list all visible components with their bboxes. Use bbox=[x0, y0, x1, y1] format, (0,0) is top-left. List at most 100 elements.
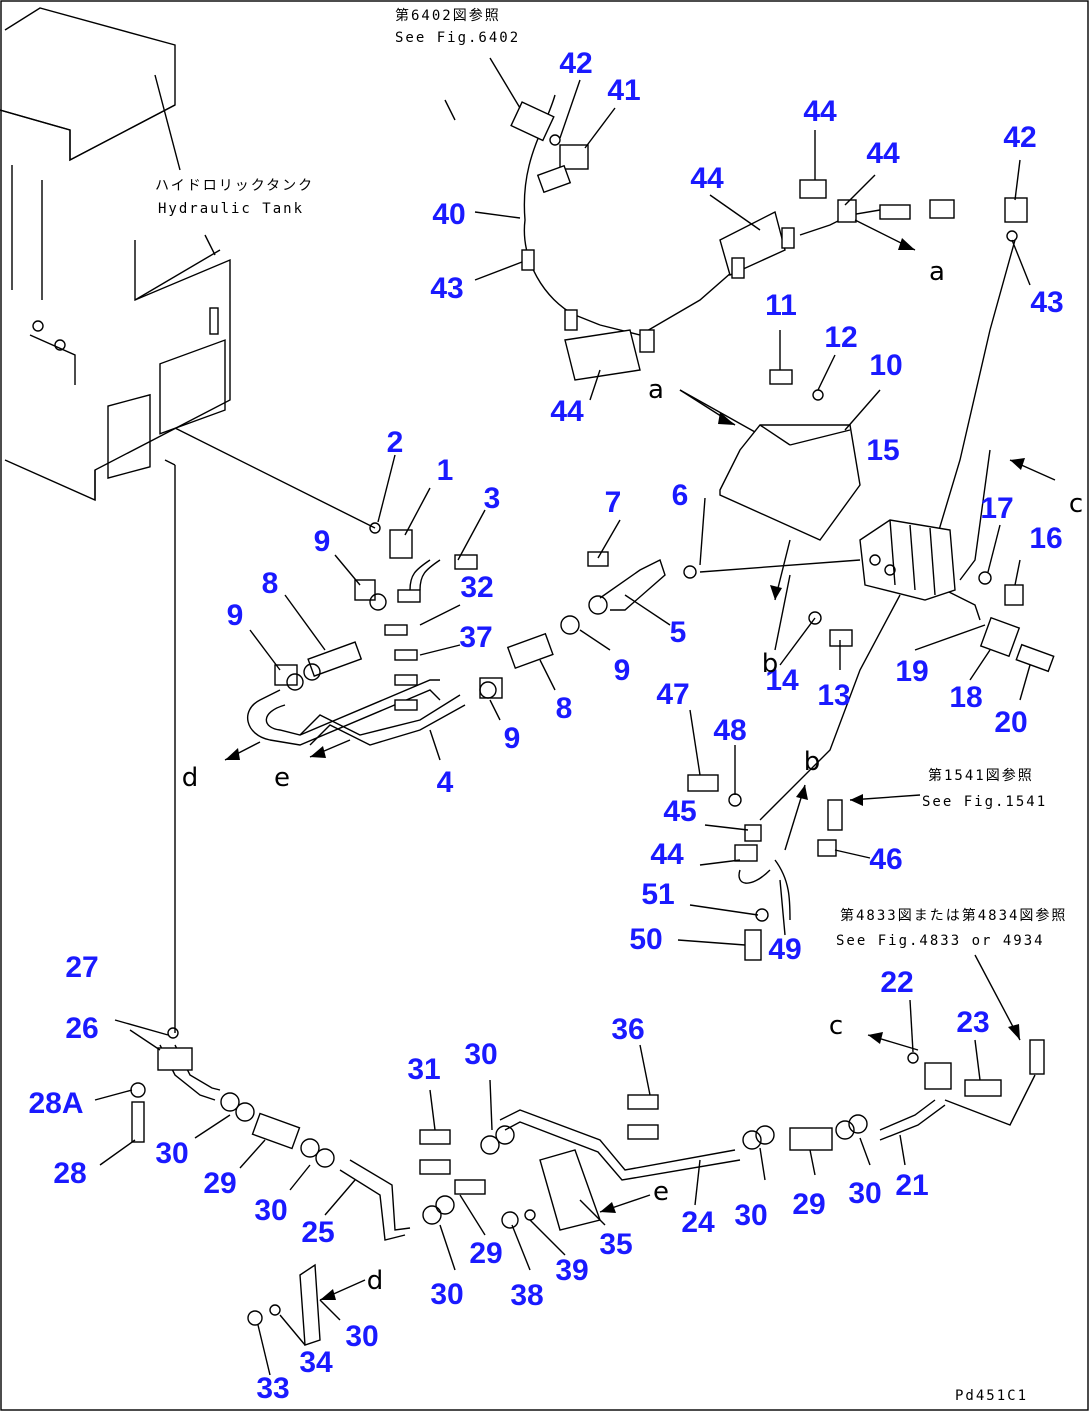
direction-arrows bbox=[224, 219, 1056, 1301]
part-number-15: 15 bbox=[866, 434, 899, 467]
part-number-34: 34 bbox=[299, 1346, 333, 1379]
part-number-44: 44 bbox=[866, 137, 900, 170]
reference-note-jp: 第4833図または第4834図参照 bbox=[840, 907, 1067, 924]
part-number-27: 27 bbox=[65, 951, 98, 984]
part-number-25: 25 bbox=[301, 1216, 334, 1249]
part-number-5: 5 bbox=[670, 616, 687, 649]
part-number-31: 31 bbox=[407, 1053, 440, 1086]
part-number-8: 8 bbox=[556, 692, 573, 725]
part-number-9: 9 bbox=[314, 525, 331, 558]
hydraulic-tank bbox=[0, 7, 376, 1033]
part-number-33: 33 bbox=[256, 1372, 289, 1405]
part-number-44: 44 bbox=[690, 162, 724, 195]
part-number-43: 43 bbox=[430, 272, 463, 305]
part-number-14: 14 bbox=[765, 664, 799, 697]
part-number-10: 10 bbox=[869, 349, 902, 382]
connection-letter-a: a bbox=[929, 257, 945, 287]
part-number-46: 46 bbox=[869, 843, 902, 876]
control-valve bbox=[859, 519, 956, 601]
part-number-44: 44 bbox=[803, 95, 837, 128]
reference-note-en: See Fig.6402 bbox=[395, 30, 520, 46]
part-number-30: 30 bbox=[155, 1137, 188, 1170]
connection-letter-b: b bbox=[762, 649, 779, 679]
part-number-11: 11 bbox=[765, 289, 797, 322]
part-number-30: 30 bbox=[430, 1278, 463, 1311]
part-number-44: 44 bbox=[650, 838, 684, 871]
pipe-runs bbox=[159, 94, 1036, 1241]
part-number-44: 44 bbox=[550, 395, 584, 428]
part-number-38: 38 bbox=[510, 1279, 543, 1312]
part-number-30: 30 bbox=[734, 1199, 767, 1232]
plates bbox=[299, 1149, 601, 1346]
part-number-9: 9 bbox=[227, 599, 244, 632]
part-number-29: 29 bbox=[203, 1167, 236, 1200]
part-number-22: 22 bbox=[880, 966, 913, 999]
part-number-18: 18 bbox=[949, 681, 982, 714]
connection-letter-e: e bbox=[274, 763, 290, 793]
part-number-36: 36 bbox=[611, 1013, 644, 1046]
part-number-24: 24 bbox=[681, 1206, 715, 1239]
figure-code: Pd451C1 bbox=[955, 1388, 1028, 1404]
connection-letter-c: c bbox=[829, 1011, 843, 1041]
part-number-3: 3 bbox=[484, 482, 501, 515]
part-number-26: 26 bbox=[65, 1012, 98, 1045]
reference-note-en: See Fig.4833 or 4934 bbox=[836, 933, 1045, 949]
clip-brackets bbox=[564, 210, 786, 381]
fittings bbox=[130, 101, 1055, 1326]
leader-lines bbox=[94, 57, 1031, 1376]
labels: 1234567889999101112131415161718192021222… bbox=[28, 7, 1083, 1405]
part-number-23: 23 bbox=[956, 1006, 989, 1039]
part-number-41: 41 bbox=[607, 74, 640, 107]
connection-letter-d: d bbox=[367, 1266, 384, 1296]
part-number-9: 9 bbox=[504, 722, 521, 755]
part-number-28: 28 bbox=[53, 1157, 86, 1190]
part-number-20: 20 bbox=[994, 706, 1027, 739]
part-number-39: 39 bbox=[555, 1254, 588, 1287]
part-number-49: 49 bbox=[768, 933, 801, 966]
part-number-29: 29 bbox=[792, 1188, 825, 1221]
part-number-42: 42 bbox=[1003, 121, 1036, 154]
part-number-50: 50 bbox=[629, 923, 662, 956]
reference-note-jp: 第6402図参照 bbox=[395, 7, 501, 24]
part-number-1: 1 bbox=[437, 454, 454, 487]
part-number-12: 12 bbox=[824, 321, 857, 354]
part-number-43: 43 bbox=[1030, 286, 1063, 319]
reference-note-en: See Fig.1541 bbox=[922, 794, 1047, 810]
part-number-32: 32 bbox=[460, 571, 493, 604]
part-number-40: 40 bbox=[432, 198, 465, 231]
part-number-6: 6 bbox=[672, 479, 689, 512]
part-number-7: 7 bbox=[605, 486, 622, 519]
part-number-13: 13 bbox=[817, 679, 850, 712]
tank-label-jp: ハイドロリックタンク bbox=[155, 178, 314, 194]
part-number-37: 37 bbox=[459, 621, 492, 654]
part-number-30: 30 bbox=[254, 1194, 287, 1227]
part-number-21: 21 bbox=[895, 1169, 928, 1202]
connection-letter-a: a bbox=[648, 375, 664, 405]
part-number-47: 47 bbox=[656, 678, 689, 711]
part-number-9: 9 bbox=[614, 654, 631, 687]
part-number-35: 35 bbox=[599, 1228, 632, 1261]
part-number-16: 16 bbox=[1029, 522, 1062, 555]
connection-letter-e: e bbox=[653, 1177, 669, 1207]
connection-letter-d: d bbox=[182, 763, 199, 793]
part-number-48: 48 bbox=[713, 714, 746, 747]
part-number-29: 29 bbox=[469, 1237, 502, 1270]
part-number-28A: 28A bbox=[28, 1087, 83, 1120]
part-number-30: 30 bbox=[848, 1177, 881, 1210]
part-number-30: 30 bbox=[345, 1320, 378, 1353]
part-number-17: 17 bbox=[980, 492, 1013, 525]
part-number-42: 42 bbox=[559, 47, 592, 80]
connection-letter-b: b bbox=[804, 747, 821, 777]
reference-note-jp: 第1541図参照 bbox=[928, 767, 1034, 784]
part-number-30: 30 bbox=[464, 1038, 497, 1071]
valve-bracket bbox=[719, 424, 861, 541]
part-number-51: 51 bbox=[641, 878, 674, 911]
part-number-19: 19 bbox=[895, 655, 928, 688]
connection-letter-c: c bbox=[1069, 489, 1083, 519]
part-number-2: 2 bbox=[387, 426, 404, 459]
part-number-4: 4 bbox=[437, 766, 454, 799]
part-number-8: 8 bbox=[262, 567, 279, 600]
